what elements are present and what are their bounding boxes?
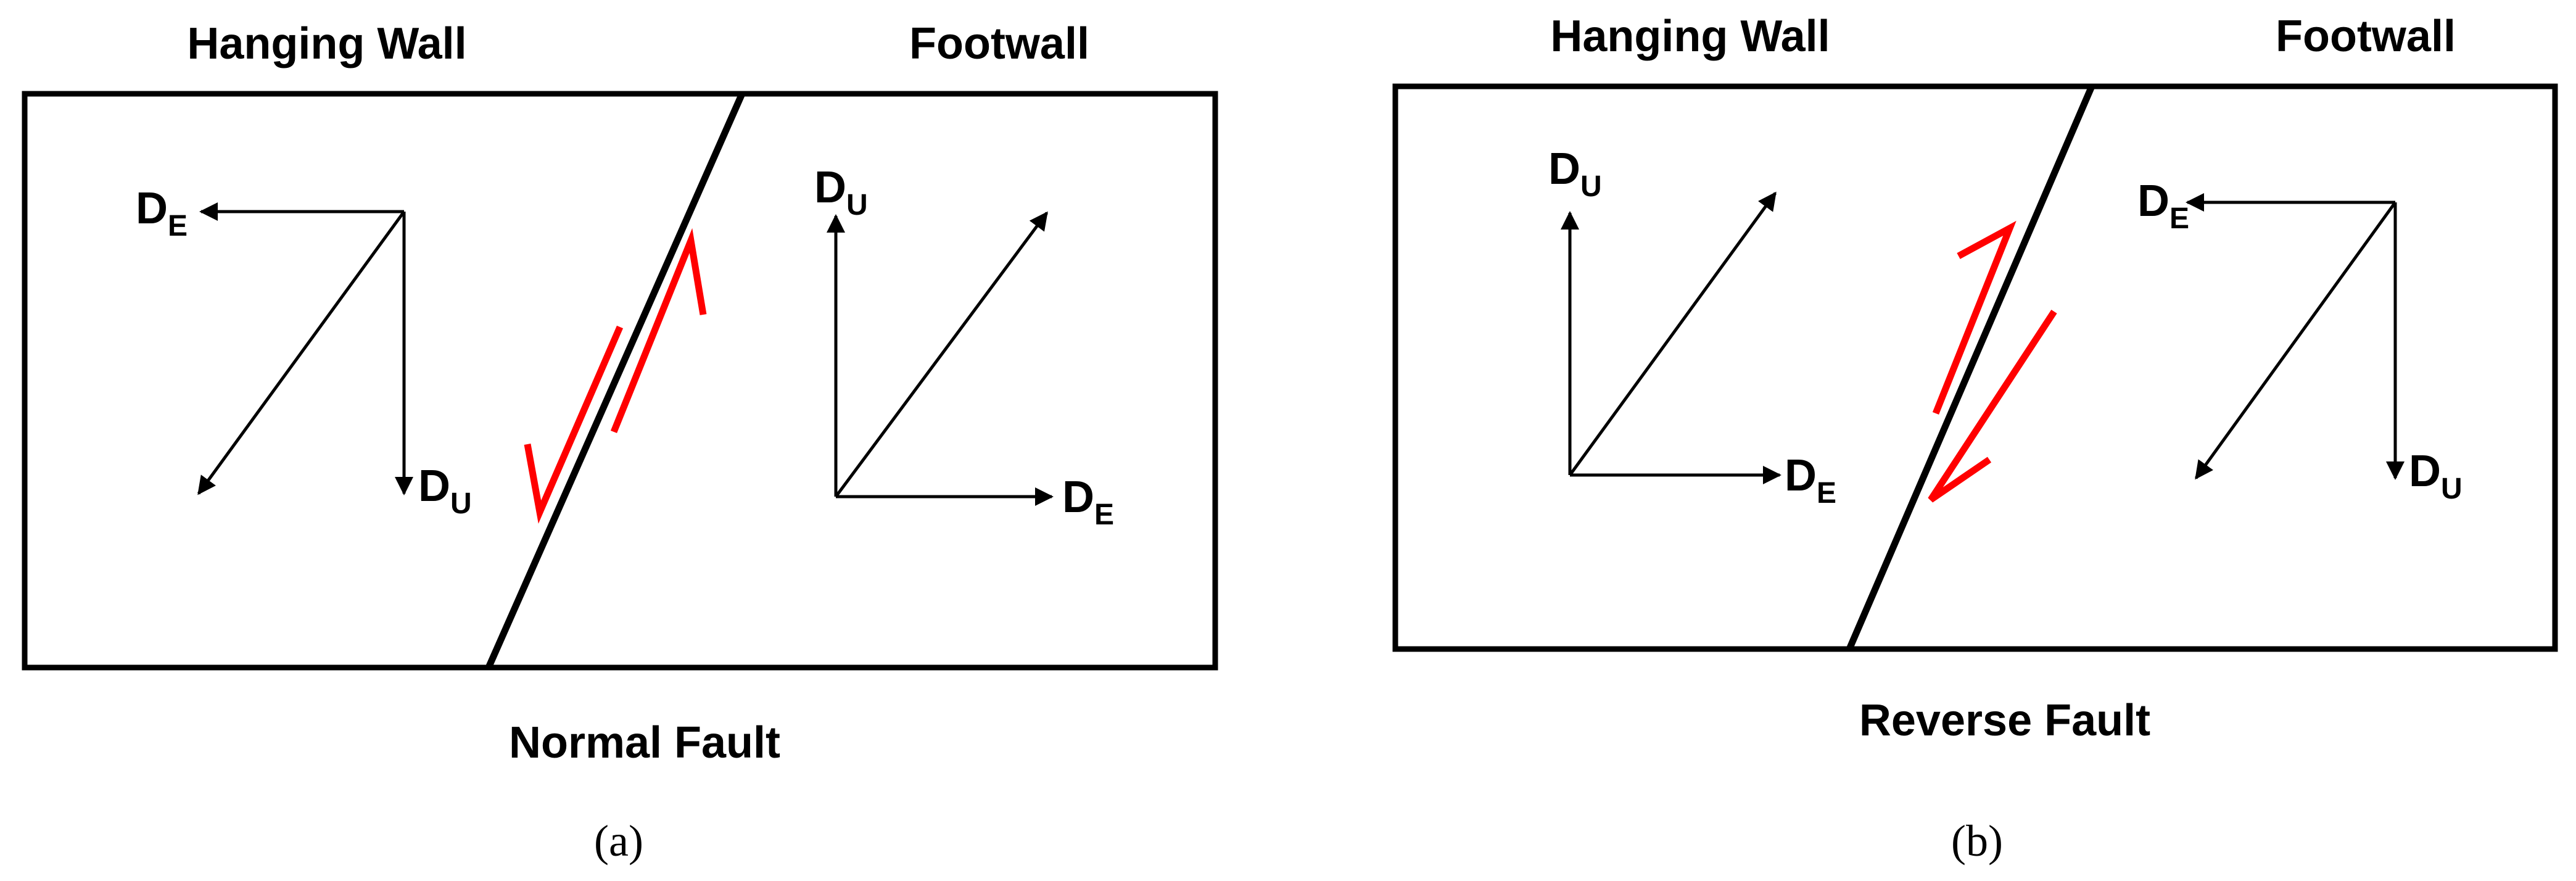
displacement-vector-arrow: [197, 210, 406, 495]
block-frame-b: [1392, 83, 2558, 652]
slip-arrow-footwall-down: [1928, 309, 2057, 503]
slip-arrow-hanging-wall-down: [524, 325, 624, 524]
footwall-displacement-axes-a: DU DE: [814, 163, 1114, 531]
fault-plane-a: [485, 92, 746, 669]
panel-caption-b: (b): [1951, 816, 2003, 866]
du-axis-label: DU: [1548, 144, 1602, 203]
de-axis-label: DE: [136, 184, 188, 242]
hanging-wall-label-b: Hanging Wall: [1550, 12, 1830, 61]
block-frame-a: [22, 91, 1218, 671]
hanging-wall-displacement-axes-a: DE DU: [136, 184, 472, 520]
displacement-vector-arrow: [2194, 201, 2397, 480]
du-axis-label: DU: [814, 163, 868, 221]
footwall-displacement-axes-b: DE DU: [2137, 176, 2462, 505]
slip-arrow-footwall-up: [610, 228, 707, 434]
de-axis-label: DE: [2137, 176, 2189, 235]
hanging-wall-label-a: Hanging Wall: [187, 19, 466, 68]
footwall-label-a: Footwall: [909, 19, 1089, 68]
fault-type-label-a: Normal Fault: [509, 718, 780, 767]
slip-arrow-hanging-wall-up: [1932, 220, 2017, 415]
displacement-vector-arrow: [1568, 191, 1777, 476]
footwall-label-b: Footwall: [2276, 12, 2456, 61]
hanging-wall-displacement-axes-b: DU DE: [1548, 144, 1836, 510]
du-axis-label: DU: [2409, 447, 2462, 505]
de-axis-label: DE: [1062, 473, 1114, 531]
fault-type-label-b: Reverse Fault: [1859, 696, 2150, 745]
panel-b: Hanging Wall Footwall DU DE DE DU Revers…: [1392, 12, 2558, 866]
displacement-vector-arrow: [834, 211, 1049, 498]
fault-plane-b: [1846, 85, 2095, 651]
du-axis-label: DU: [418, 461, 472, 520]
panel-caption-a: (a): [594, 816, 643, 866]
panel-a: Hanging Wall Footwall DE DU DU DE Normal…: [22, 19, 1218, 866]
de-axis-label: DE: [1785, 451, 1836, 510]
